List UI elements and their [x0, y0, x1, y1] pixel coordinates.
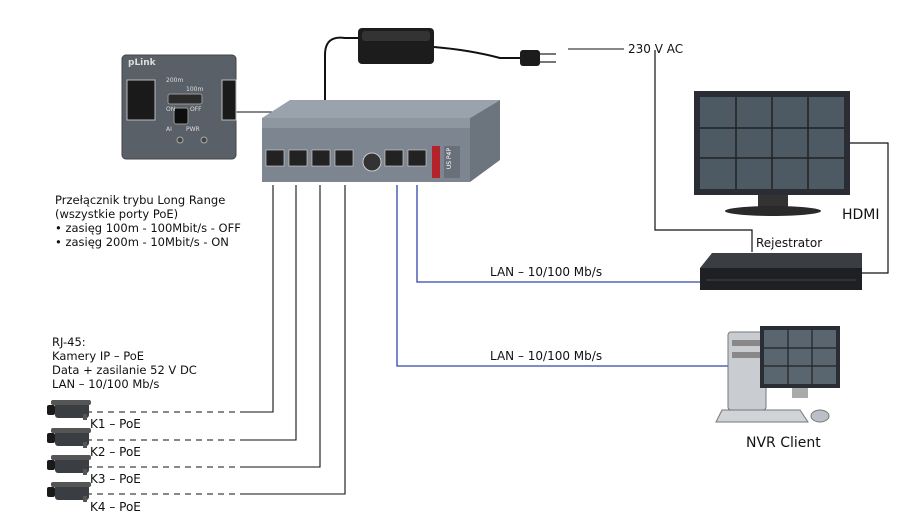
inset-ai-label: AI — [166, 126, 172, 133]
camera-label-k1: K1 – PoE — [90, 417, 141, 431]
power-adapter — [358, 28, 434, 64]
inset-brand: pLink — [128, 58, 156, 68]
camera-dashed-lines — [86, 411, 243, 495]
hdmi-label: HDMI — [842, 207, 880, 223]
switch-inset — [121, 54, 237, 160]
inset-pwr-label: PWR — [186, 126, 200, 133]
rj45-line: Data + zasilanie 52 V DC — [52, 363, 197, 377]
mains-plug — [520, 50, 556, 66]
poe-switch — [262, 100, 500, 182]
switch-mode-line: (wszystkie porty PoE) — [55, 207, 179, 221]
power-label: 230 V AC — [628, 42, 684, 56]
inset-200m-label: 200m — [166, 77, 184, 84]
rj45-line: Kamery IP – PoE — [52, 349, 145, 363]
switch-mode-line: • zasięg 100m - 100Mbit/s - OFF — [55, 221, 241, 235]
camera-label-k3: K3 – PoE — [90, 472, 141, 486]
switch-mode-description: Przełącznik trybu Long Range (wszystkie … — [55, 193, 241, 249]
switch-mode-line: • zasięg 200m - 10Mbit/s - ON — [55, 235, 229, 249]
monitor — [694, 91, 850, 216]
lan-recorder-line — [416, 185, 700, 283]
lan-client-line — [396, 185, 728, 367]
switch-model-label: US P4P — [446, 148, 453, 170]
rj45-line: RJ-45: — [52, 335, 86, 349]
lan-recorder-label: LAN – 10/100 Mb/s — [490, 265, 603, 279]
inset-on-label: ON — [166, 106, 176, 113]
camera-icons — [47, 400, 91, 502]
inset-off-label: OFF — [190, 106, 202, 113]
mains-cable — [433, 46, 520, 59]
rj45-description: RJ-45: Kamery IP – PoE Data + zasilanie … — [52, 335, 197, 391]
recorder — [700, 253, 862, 290]
switch-mode-line: Przełącznik trybu Long Range — [55, 193, 226, 207]
hdmi-cable — [846, 142, 889, 274]
camera-label-k2: K2 – PoE — [90, 445, 141, 459]
camera-lines — [243, 185, 346, 495]
nvr-client-label: NVR Client — [746, 435, 821, 451]
lan-client-label: LAN – 10/100 Mb/s — [490, 349, 603, 363]
rj45-line: LAN – 10/100 Mb/s — [52, 377, 160, 391]
camera-label-k4: K4 – PoE — [90, 500, 141, 514]
inset-100m-label: 100m — [186, 86, 204, 93]
recorder-label: Rejestrator — [756, 236, 823, 250]
nvr-client-pc — [715, 326, 840, 423]
recorder-power-line — [654, 50, 753, 252]
switch-power-cable — [324, 36, 360, 103]
